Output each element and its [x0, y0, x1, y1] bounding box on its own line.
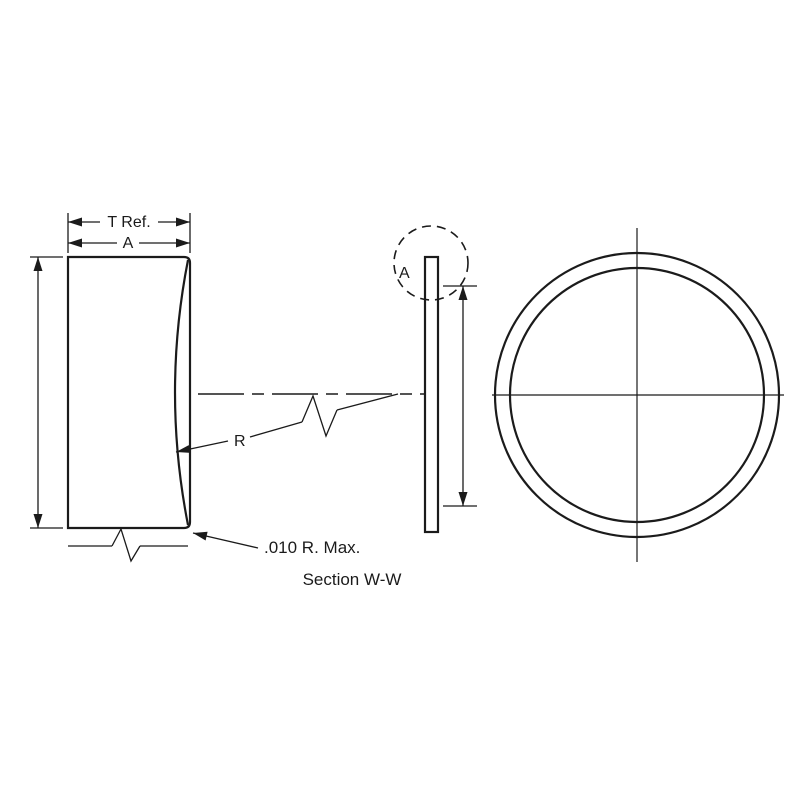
radius-leader: R	[175, 393, 399, 453]
section-outline	[66, 255, 192, 530]
t-ref-arrow-left-icon	[68, 217, 82, 227]
a-arrow-left-icon	[68, 238, 82, 248]
a-label: A	[123, 235, 134, 252]
height-arrow-top-icon	[33, 257, 43, 271]
bottom-break-line	[68, 527, 188, 563]
detail-callout-label: A	[399, 265, 410, 282]
radius-leader-segment-2	[249, 421, 303, 438]
radius-label: R	[234, 433, 246, 450]
radius-leader-segment-3	[336, 393, 399, 411]
bottom-break-zigzag-icon	[111, 527, 141, 563]
detail-callout-circle	[393, 225, 469, 301]
id-arrow-bottom-icon	[458, 492, 468, 506]
dimension-a: A	[68, 235, 190, 252]
corner-radius-note: .010 R. Max.	[264, 538, 360, 557]
t-ref-arrow-right-icon	[176, 217, 190, 227]
id-arrow-top-icon	[458, 286, 468, 300]
corner-radius-leader	[192, 532, 259, 549]
disc-edge-view	[423, 255, 440, 534]
corner-radius-callout: .010 R. Max.	[192, 531, 360, 557]
t-ref-label: T Ref.	[107, 214, 150, 231]
left-section-view: T Ref. A	[30, 213, 432, 589]
radius-leader-zigzag-icon	[301, 394, 338, 438]
right-view: A	[393, 225, 784, 562]
dimension-height	[30, 256, 63, 529]
radius-leader-segment-1	[175, 440, 229, 453]
dimension-inner-diameter	[443, 285, 477, 507]
lens-curve	[173, 259, 190, 526]
section-caption: Section W-W	[303, 570, 402, 589]
a-arrow-right-icon	[176, 238, 190, 248]
dimension-t-ref: T Ref.	[68, 214, 190, 231]
height-arrow-bottom-icon	[33, 514, 43, 528]
